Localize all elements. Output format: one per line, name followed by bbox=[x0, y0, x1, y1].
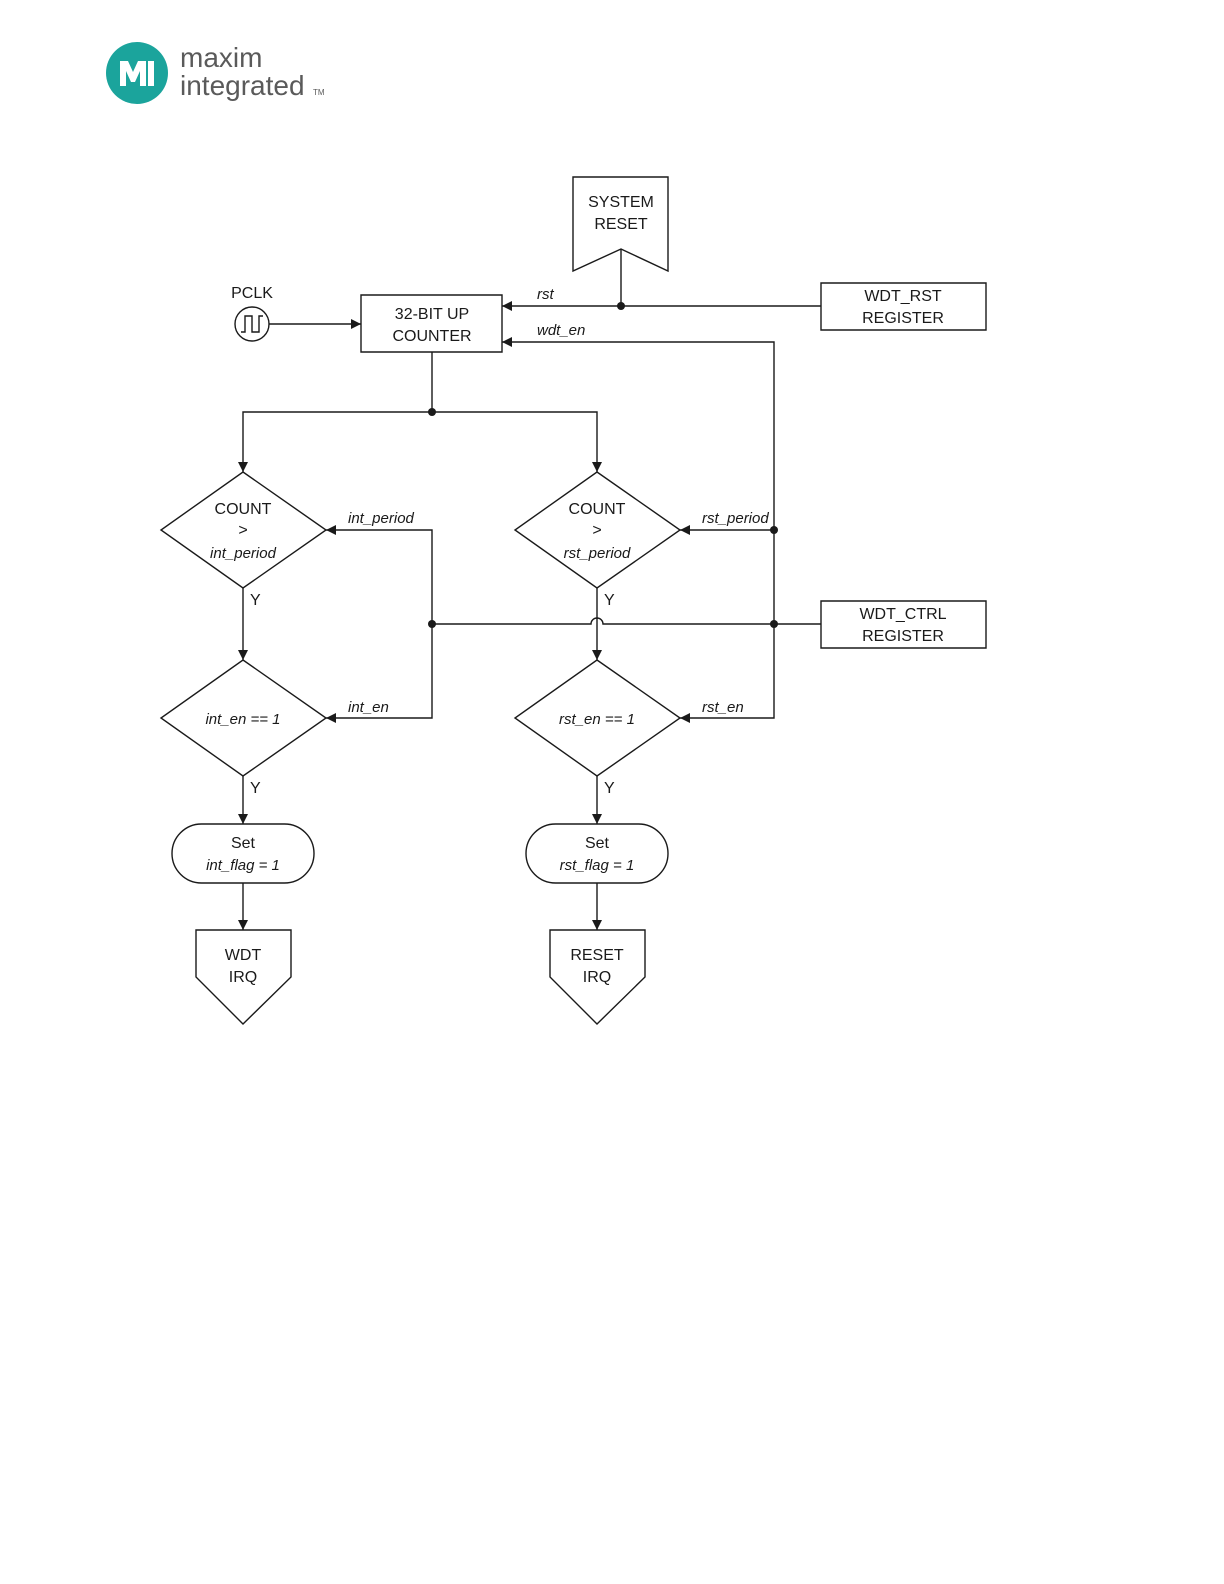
counter-to-int-compare-arrow bbox=[243, 412, 432, 472]
wdt-rst-register-label-1: WDT_RST bbox=[864, 288, 942, 305]
int-compare-yes-label: Y bbox=[250, 592, 261, 609]
rst-compare-label-1: COUNT bbox=[569, 501, 626, 518]
counter-label-1: 32-BIT UP bbox=[395, 306, 469, 323]
wdt-irq-label-2: IRQ bbox=[229, 969, 257, 986]
rst-compare-label-2: > bbox=[592, 522, 601, 539]
system-reset-label-1: SYSTEM bbox=[588, 194, 654, 211]
pclk-square-wave bbox=[241, 316, 263, 332]
wdt-rst-register-label-2: REGISTER bbox=[862, 310, 944, 327]
wdt-ctrl-register-label-2: REGISTER bbox=[862, 628, 944, 645]
rst-compare-label-3: rst_period bbox=[564, 545, 631, 562]
set-rst-flag-label-1: Set bbox=[585, 835, 610, 852]
rst-en-check-label: rst_en == 1 bbox=[559, 711, 635, 728]
junction-dot bbox=[770, 620, 778, 628]
set-int-flag-terminator bbox=[172, 824, 314, 883]
int-en-yes-label: Y bbox=[250, 780, 261, 797]
wdt-irq-label-1: WDT bbox=[225, 947, 262, 964]
set-int-flag-label-2: int_flag = 1 bbox=[206, 857, 280, 874]
rst-en-signal-label: rst_en bbox=[702, 699, 744, 716]
int-compare-label-3: int_period bbox=[210, 545, 277, 562]
junction-dot bbox=[770, 526, 778, 534]
wdt-ctrl-bus-line bbox=[432, 618, 821, 624]
int-en-check-label: int_en == 1 bbox=[205, 711, 280, 728]
set-int-flag-label-1: Set bbox=[231, 835, 256, 852]
int-compare-label-1: COUNT bbox=[215, 501, 272, 518]
rst-compare-yes-label: Y bbox=[604, 592, 615, 609]
rst-period-signal-label: rst_period bbox=[702, 510, 769, 527]
reset-irq-label-1: RESET bbox=[570, 947, 624, 964]
system-reset-label-2: RESET bbox=[594, 216, 648, 233]
int-period-arrow bbox=[326, 530, 432, 624]
wdt-ctrl-register-label-1: WDT_CTRL bbox=[859, 606, 946, 623]
set-rst-flag-terminator bbox=[526, 824, 668, 883]
wdt-en-signal-label: wdt_en bbox=[537, 322, 585, 339]
counter-to-rst-compare-arrow bbox=[432, 412, 597, 472]
junction-dot bbox=[428, 620, 436, 628]
int-compare-label-2: > bbox=[238, 522, 247, 539]
junction-dot bbox=[617, 302, 625, 310]
rst-en-yes-label: Y bbox=[604, 780, 615, 797]
int-period-signal-label: int_period bbox=[348, 510, 415, 527]
junction-dot bbox=[428, 408, 436, 416]
set-rst-flag-label-2: rst_flag = 1 bbox=[560, 857, 635, 874]
wdt-en-arrow bbox=[502, 342, 774, 624]
reset-irq-label-2: IRQ bbox=[583, 969, 611, 986]
counter-label-2: COUNTER bbox=[392, 328, 471, 345]
int-en-signal-label: int_en bbox=[348, 699, 389, 716]
rst-signal-label: rst bbox=[537, 286, 554, 303]
pclk-label: PCLK bbox=[231, 285, 273, 302]
